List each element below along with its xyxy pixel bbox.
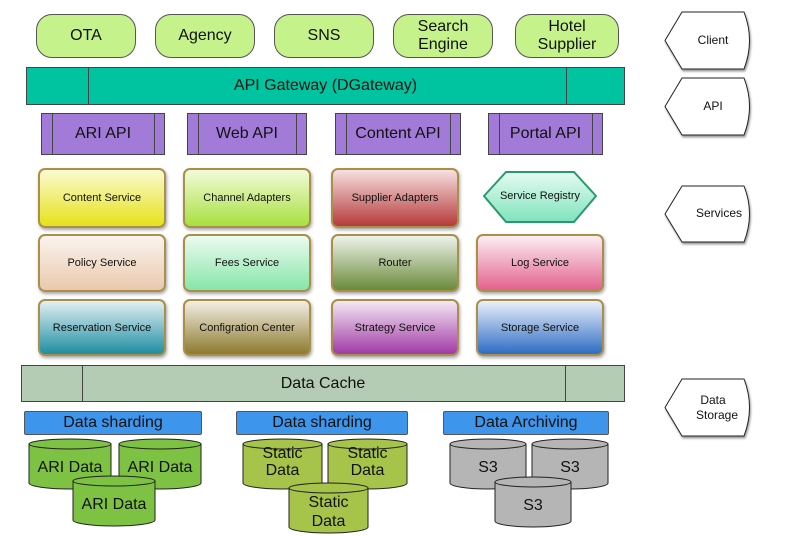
database-cylinder: Static Data bbox=[242, 438, 323, 490]
database-label: ARI Data bbox=[81, 496, 147, 513]
client-box: Hotel Supplier bbox=[515, 14, 619, 58]
layer-tag: Client bbox=[664, 11, 760, 74]
api-box-label: Content API bbox=[355, 125, 441, 142]
client-box-label: SNS bbox=[307, 27, 341, 44]
client-box: Agency bbox=[155, 14, 255, 58]
layer-tag-label: Data Storage bbox=[696, 392, 739, 422]
service-box-label: Router bbox=[378, 257, 412, 269]
service-box: Supplier Adapters bbox=[331, 168, 459, 228]
data-cache: Data Cache bbox=[21, 365, 625, 402]
database-cylinder: S3 bbox=[494, 476, 572, 528]
layer-tag-label: Services bbox=[696, 206, 743, 220]
api-box-label: ARI API bbox=[74, 125, 132, 142]
api-box: Content API bbox=[335, 113, 461, 155]
layer-tag: Data Storage bbox=[664, 378, 760, 441]
database-cylinder: ARI Data bbox=[72, 475, 156, 527]
service-box: Log Service bbox=[476, 234, 604, 292]
client-box-label: Agency bbox=[178, 27, 232, 44]
service-box-label: Storage Service bbox=[500, 321, 580, 334]
service-box-label: Configration Center bbox=[199, 321, 295, 334]
api-gateway-label: API Gateway (DGateway) bbox=[233, 77, 418, 94]
divider-line bbox=[346, 114, 347, 154]
database-label: Static Data bbox=[308, 494, 349, 530]
layer-tag: API bbox=[664, 77, 760, 140]
api-box-label: Web API bbox=[216, 125, 278, 142]
service-box-label: Fees Service bbox=[214, 257, 280, 269]
storage-header: Data Archiving bbox=[443, 411, 609, 435]
api-box: Web API bbox=[187, 113, 307, 155]
api-box: ARI API bbox=[41, 113, 165, 155]
client-box-label: Hotel Supplier bbox=[537, 18, 597, 53]
database-label: ARI Data bbox=[127, 459, 193, 476]
divider-line bbox=[198, 114, 199, 154]
database-cylinder: Static Data bbox=[327, 438, 408, 490]
client-box-label: OTA bbox=[70, 27, 102, 44]
service-box: Fees Service bbox=[183, 234, 311, 292]
service-box-label: Supplier Adapters bbox=[351, 192, 439, 204]
service-box: Content Service bbox=[38, 168, 166, 228]
service-label: Service Registry bbox=[499, 190, 581, 202]
client-box: SNS bbox=[274, 14, 374, 58]
database-label: S3 bbox=[560, 459, 580, 476]
service-box-label: Policy Service bbox=[67, 257, 137, 269]
divider-line bbox=[154, 114, 155, 154]
api-box: Portal API bbox=[488, 113, 603, 155]
service-box: Configration Center bbox=[183, 299, 311, 356]
divider-line bbox=[592, 114, 593, 154]
service-box-label: Reservation Service bbox=[52, 321, 152, 334]
api-box-label: Portal API bbox=[509, 125, 582, 142]
service-box-label: Log Service bbox=[510, 257, 570, 269]
service-box: Reservation Service bbox=[38, 299, 166, 356]
database-label: S3 bbox=[478, 459, 498, 476]
divider-line bbox=[82, 366, 83, 401]
service-box-label: Channel Adapters bbox=[203, 192, 291, 204]
divider-line bbox=[450, 114, 451, 154]
service-box: Storage Service bbox=[476, 299, 604, 356]
service-box-label: Content Service bbox=[62, 192, 142, 204]
client-box: OTA bbox=[36, 14, 136, 58]
divider-line bbox=[499, 114, 500, 154]
storage-header-label: Data sharding bbox=[63, 414, 163, 431]
layer-tag-label: Client bbox=[697, 32, 729, 47]
service-box-label: Strategy Service bbox=[354, 321, 436, 334]
divider-line bbox=[566, 68, 567, 104]
divider-line bbox=[565, 366, 566, 401]
layer-tag: Services bbox=[664, 185, 760, 247]
database-label: Static Data bbox=[347, 445, 388, 479]
layer-tag-label: API bbox=[703, 98, 723, 113]
storage-header-label: Data Archiving bbox=[474, 414, 578, 431]
client-box: Search Engine bbox=[393, 14, 493, 58]
service-box: Strategy Service bbox=[331, 299, 459, 356]
divider-line bbox=[88, 68, 89, 104]
service-box: Policy Service bbox=[38, 234, 166, 292]
database-cylinder: Static Data bbox=[288, 482, 369, 534]
divider-line bbox=[296, 114, 297, 154]
data-cache-label: Data Cache bbox=[280, 374, 366, 392]
database-label: Static Data bbox=[262, 445, 303, 479]
divider-line bbox=[52, 114, 53, 154]
service-registry-diamond: Service Registry bbox=[482, 168, 598, 224]
service-box: Channel Adapters bbox=[183, 168, 311, 228]
database-label: S3 bbox=[523, 497, 543, 514]
storage-header: Data sharding bbox=[24, 411, 202, 435]
storage-header: Data sharding bbox=[236, 411, 408, 435]
service-box: Router bbox=[331, 234, 459, 292]
api-gateway: API Gateway (DGateway) bbox=[26, 67, 625, 105]
storage-header-label: Data sharding bbox=[272, 414, 372, 431]
database-label: ARI Data bbox=[37, 459, 103, 476]
client-box-label: Search Engine bbox=[417, 18, 469, 53]
